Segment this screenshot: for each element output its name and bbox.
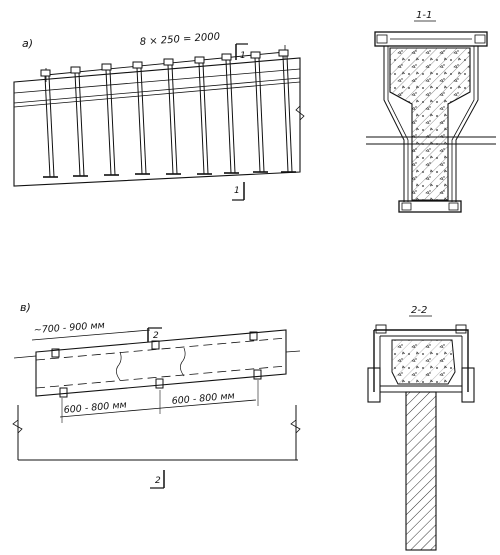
section-mark-2-bottom-label: 2 — [155, 476, 161, 486]
panel-b-elevation: в) ~700 - 900 мм 2 600 - 8 — [12, 301, 301, 489]
section-mark-2-bottom: 2 — [150, 470, 165, 489]
section-1-1: 1-1 — [366, 10, 496, 213]
section-mark-2-top: 2 — [147, 327, 162, 342]
section-2-2-title: 2-2 — [411, 305, 427, 316]
panel-b-beam — [35, 329, 287, 397]
panel-a-dimension-text: 8 × 250 = 2000 — [139, 31, 220, 48]
section-mark-1-top-label: 1 — [240, 51, 246, 61]
panel-a-beam — [13, 57, 301, 187]
panel-b-letter: в) — [20, 301, 31, 314]
section-mark-1-bottom-label: 1 — [234, 186, 240, 196]
section-mark-1-bottom: 1 — [232, 182, 245, 201]
section-mark-2-top-label: 2 — [153, 331, 159, 341]
panel-b-spacing-left: 600 - 800 мм — [63, 400, 127, 416]
section-2-2: 2-2 — [367, 305, 475, 551]
panel-a-dimension: 8 × 250 = 2000 — [45, 31, 286, 82]
panel-a-clamps — [40, 49, 296, 178]
section-1-1-title: 1-1 — [416, 10, 432, 21]
panel-a-elevation: a) 8 × 250 = 2000 1 — [13, 31, 305, 201]
panel-b-spacing-right: 600 - 800 мм — [171, 391, 235, 407]
panel-b-spacing-top: ~700 - 900 мм — [33, 320, 105, 336]
panel-a-letter: a) — [22, 37, 33, 50]
section-mark-1-top: 1 — [235, 43, 248, 61]
